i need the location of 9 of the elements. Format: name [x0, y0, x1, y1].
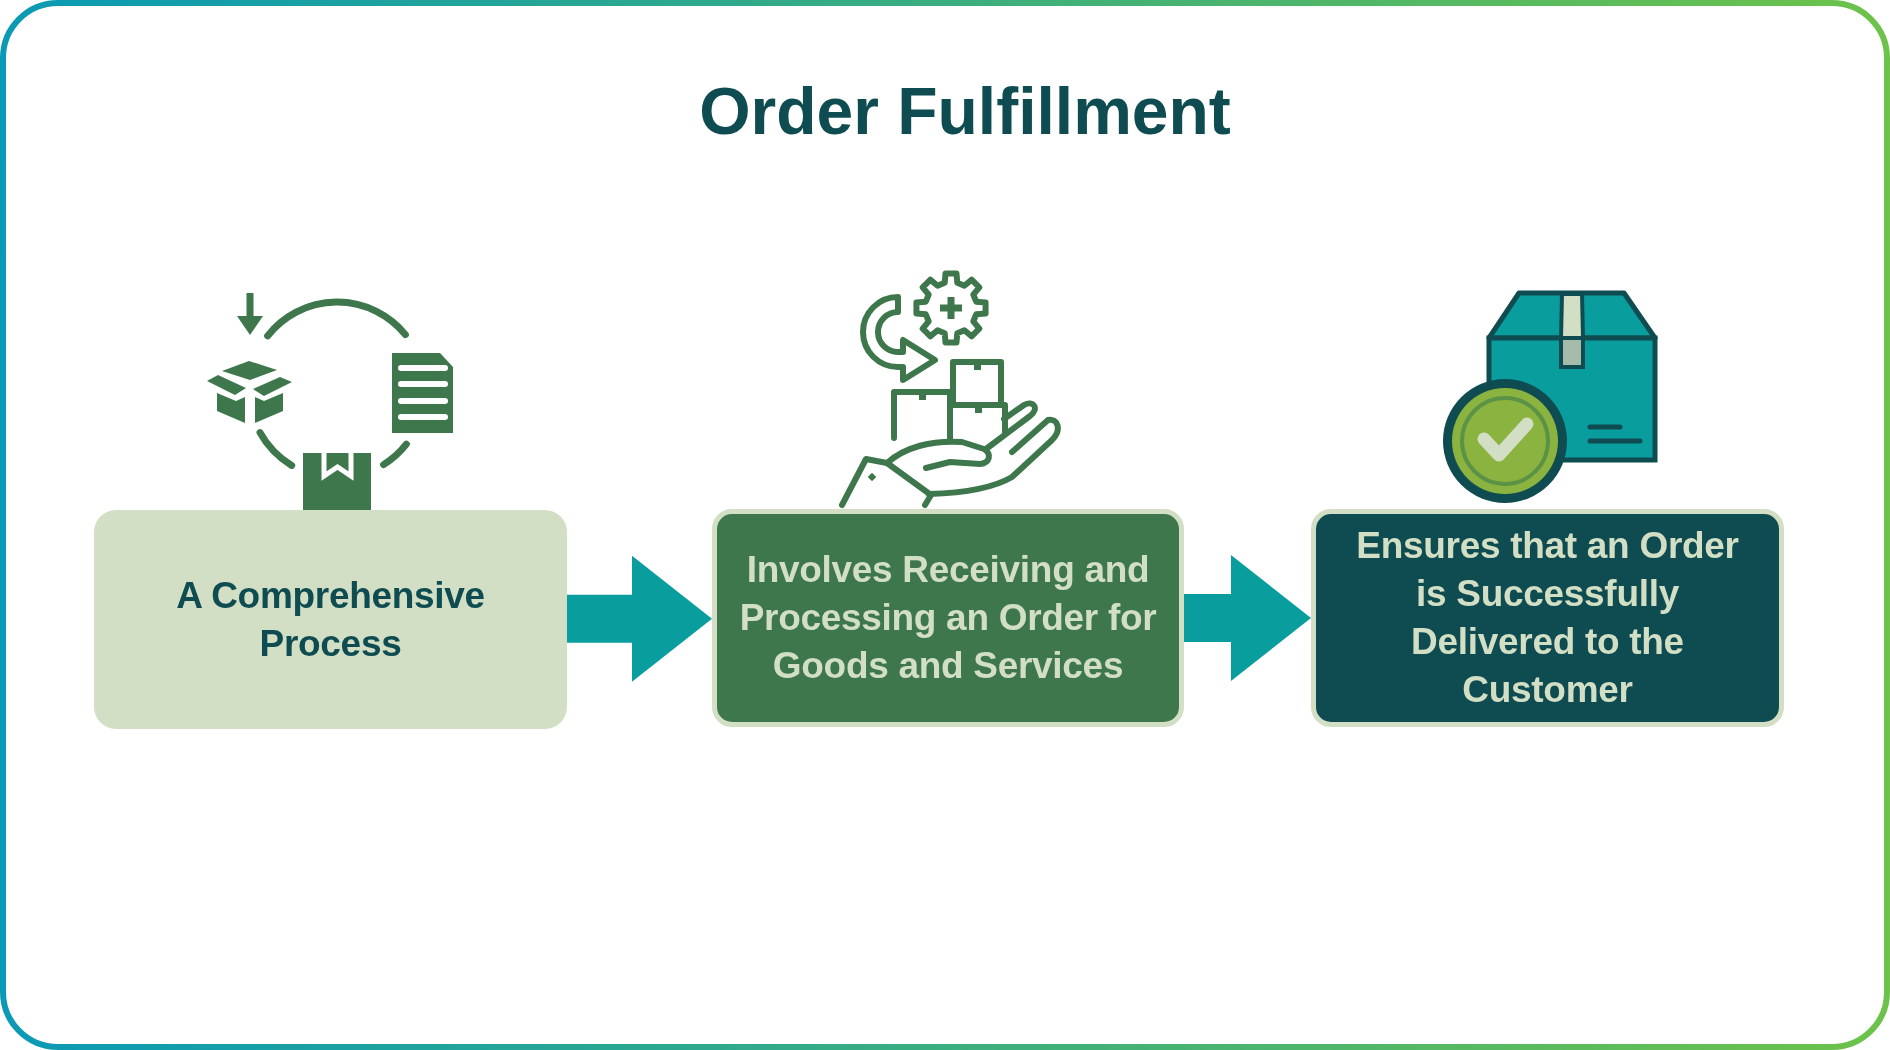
- process-box: [712, 509, 1184, 727]
- process-box: [1311, 509, 1784, 727]
- process-box: [94, 510, 567, 729]
- arrow: [1184, 555, 1311, 681]
- step-text: Ensures that an Order is Successfully Delivered to the Customer: [1355, 524, 1740, 712]
- arrow: [567, 555, 712, 682]
- title: Order Fulfillment: [699, 74, 1231, 150]
- step-text: Involves Receiving and Processing an Order for Goods and Services: [738, 548, 1158, 688]
- step-text: A Comprehensive Process: [175, 573, 486, 666]
